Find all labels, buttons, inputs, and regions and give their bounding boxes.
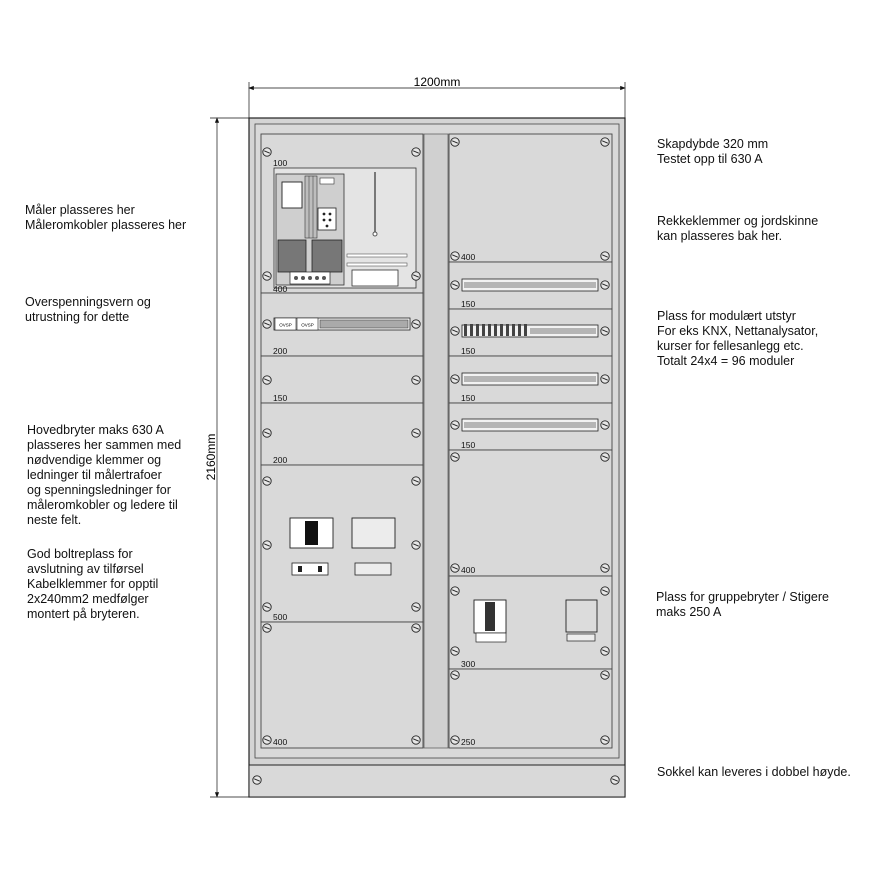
left-panel-3 xyxy=(260,355,424,404)
right-label-3: 150 xyxy=(461,346,475,356)
main-breaker xyxy=(289,517,396,576)
right-panel-1 xyxy=(448,133,613,263)
note-plinth: Sokkel kan leveres i dobbel høyde. xyxy=(657,765,851,779)
left-label-1-bottom: 400 xyxy=(273,284,287,294)
panel-size-labels: 100 400 200 150 200 500 400 400 150 150 … xyxy=(273,158,475,747)
right-label-7: 300 xyxy=(461,659,475,669)
right-label-6: 400 xyxy=(461,565,475,575)
left-panel-main-breaker xyxy=(260,464,424,623)
din-label-b: OVSP xyxy=(301,323,314,328)
left-label-1-top: 100 xyxy=(273,158,287,168)
right-panel-8 xyxy=(448,668,613,749)
left-label-2: 200 xyxy=(273,346,287,356)
right-label-1: 400 xyxy=(461,252,475,262)
right-label-8: 250 xyxy=(461,737,475,747)
right-label-4: 150 xyxy=(461,393,475,403)
height-dimension: 2160mm xyxy=(204,117,249,798)
group-breaker xyxy=(473,599,598,643)
right-label-2: 150 xyxy=(461,299,475,309)
note-group-breaker: Plass for gruppebryter / Stigere maks 25… xyxy=(656,590,829,619)
right-label-5: 150 xyxy=(461,440,475,450)
left-label-3: 150 xyxy=(273,393,287,403)
width-label: 1200mm xyxy=(414,75,461,89)
left-label-5: 500 xyxy=(273,612,287,622)
note-main-breaker: Hovedbryter maks 630 A plasseres her sam… xyxy=(27,423,182,527)
note-surge: Overspenningsvern og utrustning for dett… xyxy=(25,295,151,324)
height-label: 2160mm xyxy=(204,434,218,481)
surge-din-rail: OVSP OVSP xyxy=(273,317,411,331)
right-din-rails xyxy=(461,278,599,432)
note-depth: Skapdybde 320 mm Testet opp til 630 A xyxy=(657,137,769,166)
left-label-6: 400 xyxy=(273,737,287,747)
left-label-4: 200 xyxy=(273,455,287,465)
left-panel-4 xyxy=(260,402,424,466)
note-modular: Plass for modulært utstyr For eks KNX, N… xyxy=(657,309,819,368)
note-meter: Måler plasseres her Måleromkobler plasse… xyxy=(25,203,187,232)
right-panel-6 xyxy=(448,449,613,577)
plinth xyxy=(248,764,626,798)
note-bolt-space: God boltreplass for avslutning av tilfør… xyxy=(27,547,159,621)
din-label-a: OVSP xyxy=(279,323,292,328)
meter-equipment xyxy=(273,167,417,289)
center-divider xyxy=(423,133,449,749)
note-terminals: Rekkeklemmer og jordskinne kan plasseres… xyxy=(657,214,819,243)
left-panel-6 xyxy=(260,621,424,749)
width-dimension: 1200mm xyxy=(248,75,626,118)
